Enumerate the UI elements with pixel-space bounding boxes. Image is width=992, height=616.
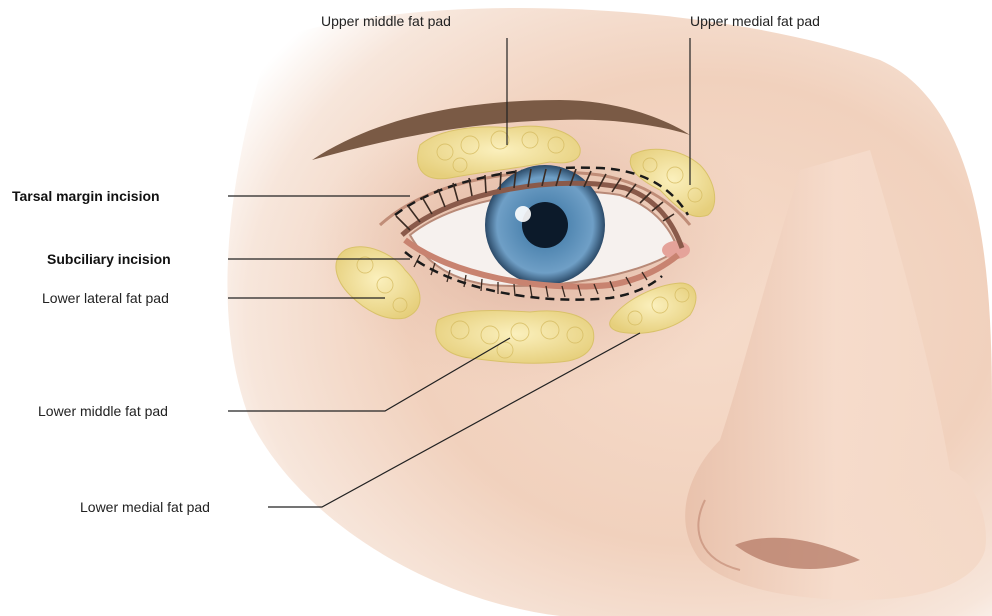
- lower-middle-fat-pad-label: Lower middle fat pad: [38, 403, 168, 419]
- tarsal-margin-incision-label: Tarsal margin incision: [12, 188, 160, 204]
- upper-middle-fat-pad-label: Upper middle fat pad: [321, 13, 451, 29]
- lower-middle-fat-pad-shape: [436, 310, 594, 363]
- subciliary-incision-label: Subciliary incision: [47, 251, 171, 267]
- lower-medial-fat-pad-label: Lower medial fat pad: [80, 499, 210, 515]
- eye-highlight: [515, 206, 531, 222]
- upper-medial-fat-pad-label: Upper medial fat pad: [690, 13, 820, 29]
- lower-lateral-fat-pad-label: Lower lateral fat pad: [42, 290, 169, 306]
